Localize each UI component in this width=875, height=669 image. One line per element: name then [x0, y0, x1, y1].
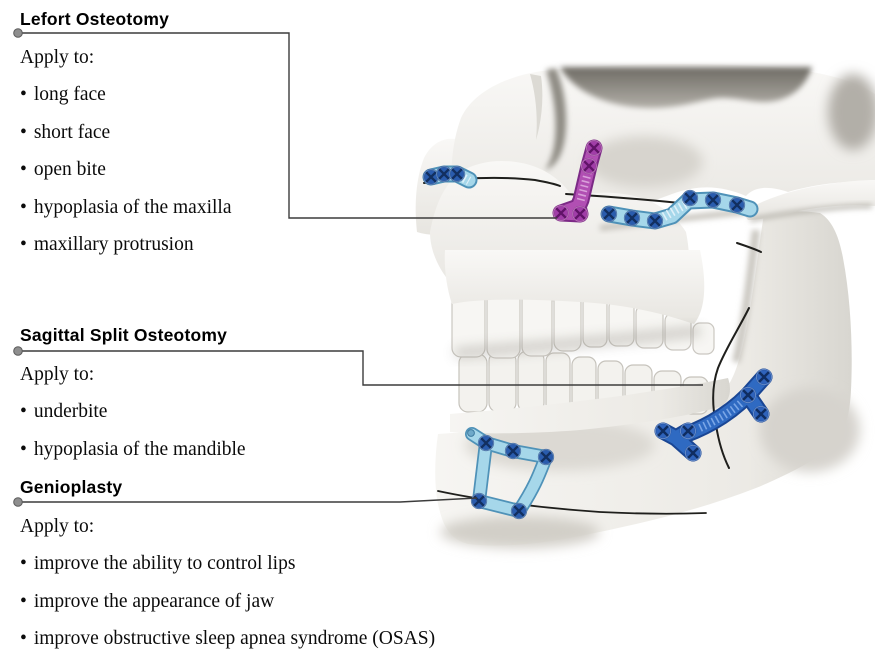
screw — [623, 209, 641, 227]
screw — [679, 422, 697, 440]
nasal-aperture — [545, 68, 567, 170]
sagittal-leader-line — [18, 350, 703, 386]
screw — [537, 448, 555, 466]
list-item: • hypoplasia of the maxilla — [20, 196, 232, 233]
list-item-text: improve the ability to control lips — [33, 553, 296, 575]
list-item: • maxillary protrusion — [20, 233, 232, 270]
zygomatic-arch — [742, 180, 875, 222]
bullet: • — [20, 438, 27, 460]
screw — [684, 444, 702, 462]
sagittal-split-plate — [654, 368, 773, 462]
lefort-leader-line — [18, 32, 557, 219]
list-item-text: open bite — [33, 159, 106, 181]
screw — [571, 205, 589, 223]
screw — [646, 212, 664, 230]
lefort-anchor-dot — [13, 28, 23, 38]
posterior-maxilla-plate — [422, 165, 478, 189]
list-item: • long face — [20, 83, 232, 120]
temporal-shadow — [828, 74, 875, 150]
bullet: • — [20, 401, 27, 423]
upper-gum — [444, 250, 705, 324]
list-item-text: improve the appearance of jaw — [33, 590, 275, 612]
lefort-section-title: Lefort Osteotomy — [20, 9, 170, 29]
list-item: • improve the appearance of jaw — [20, 590, 435, 627]
screw — [448, 165, 466, 183]
screw — [477, 434, 495, 452]
lefort-anterior-plate — [552, 139, 603, 223]
bullet: • — [20, 84, 27, 106]
sagittal-anchor-dot — [13, 346, 23, 356]
list-item: • improve obstructive sleep apnea syndrom… — [20, 627, 435, 664]
screw — [504, 442, 522, 460]
screw — [600, 205, 618, 223]
screw — [739, 386, 757, 404]
pterygoid-cut-line — [736, 242, 762, 253]
list-item-text: maxillary protrusion — [33, 233, 194, 255]
list-item-text: underbite — [33, 401, 108, 423]
list-item-text: hypoplasia of the mandible — [33, 438, 246, 460]
screw — [681, 189, 699, 207]
list-item: • hypoplasia of the mandible — [20, 438, 246, 475]
orbit-shadow — [560, 67, 812, 108]
bullet: • — [20, 196, 27, 218]
list-item-text: improve obstructive sleep apnea syndrome… — [33, 628, 436, 650]
list-item-text: hypoplasia of the maxilla — [33, 196, 232, 218]
screw — [580, 157, 598, 175]
screw — [654, 422, 672, 440]
leader-dots — [13, 28, 23, 507]
screw — [755, 368, 773, 386]
empty-screw-hole — [467, 429, 475, 437]
leader-lines — [18, 32, 703, 503]
genioplasty-leader-line — [18, 497, 478, 503]
screw — [752, 405, 770, 423]
sagittal-section-body: Apply to: • underbite • hypoplasia of the … — [20, 363, 246, 475]
lefort-section-body: Apply to: • long face • short face • open b… — [20, 46, 232, 270]
bullet: • — [20, 628, 27, 650]
lower-teeth — [458, 350, 709, 415]
genioplasty-section-title: Genioplasty — [20, 477, 123, 497]
sagittal-split-cut-line — [712, 307, 750, 469]
screw — [728, 196, 746, 214]
genioplasty-plate — [465, 427, 555, 520]
list-item: • short face — [20, 121, 232, 158]
lower-gum — [450, 378, 730, 434]
sagittal-section-title: Sagittal Split Osteotomy — [20, 325, 228, 345]
genioplasty-anchor-dot — [13, 497, 23, 507]
zygomatic-buttress-plate — [600, 189, 759, 230]
apply-to-label: Apply to: — [20, 47, 95, 68]
screw — [422, 168, 440, 186]
apply-to-label: Apply to: — [20, 364, 95, 385]
genioplasty-section-body: Apply to: • improve the ability to contro… — [20, 515, 435, 665]
screw — [510, 502, 528, 520]
bullet: • — [20, 121, 27, 143]
bullet: • — [20, 159, 27, 181]
list-item-text: long face — [33, 84, 106, 106]
bullet: • — [20, 233, 27, 255]
screw — [585, 139, 603, 157]
list-item: • underbite — [20, 400, 246, 437]
screw — [470, 492, 488, 510]
bullet: • — [20, 553, 27, 575]
screw — [704, 191, 722, 209]
list-item-text: short face — [33, 121, 111, 143]
bullet: • — [20, 590, 27, 612]
apply-to-label: Apply to: — [20, 516, 95, 537]
list-item: • improve the ability to control lips — [20, 552, 435, 589]
occlusal-shadow — [454, 326, 701, 358]
list-item: • open bite — [20, 158, 232, 195]
